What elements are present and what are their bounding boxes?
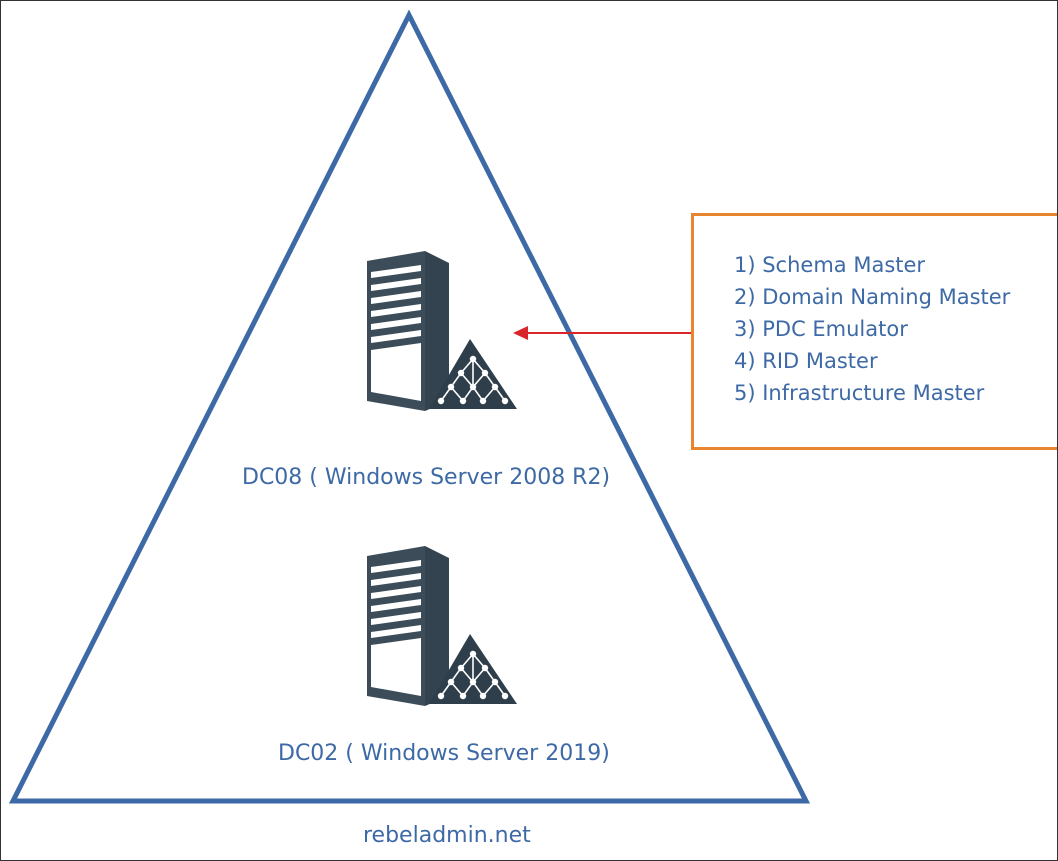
fsmo-role-item: 5) Infrastructure Master: [734, 381, 985, 405]
dc08-server-label: DC08 ( Windows Server 2008 R2): [242, 465, 611, 490]
dc02-server-icon: [367, 546, 517, 707]
fsmo-role-item: 2) Domain Naming Master: [734, 285, 1011, 309]
fsmo-arrow-head: [513, 326, 528, 340]
fsmo-role-item: 4) RID Master: [734, 349, 878, 373]
domain-triangle: [8, 9, 811, 804]
fsmo-role-item: 3) PDC Emulator: [734, 317, 908, 341]
fsmo-role-item: 1) Schema Master: [734, 253, 926, 277]
fsmo-roles-list: 1) Schema Master 2) Domain Naming Master…: [734, 249, 1010, 409]
dc02-server-label: DC02 ( Windows Server 2019): [278, 741, 610, 766]
domain-name-label: rebeladmin.net: [363, 823, 531, 848]
dc08-server-icon: [367, 251, 517, 412]
fsmo-roles-box: 1) Schema Master 2) Domain Naming Master…: [691, 213, 1057, 450]
